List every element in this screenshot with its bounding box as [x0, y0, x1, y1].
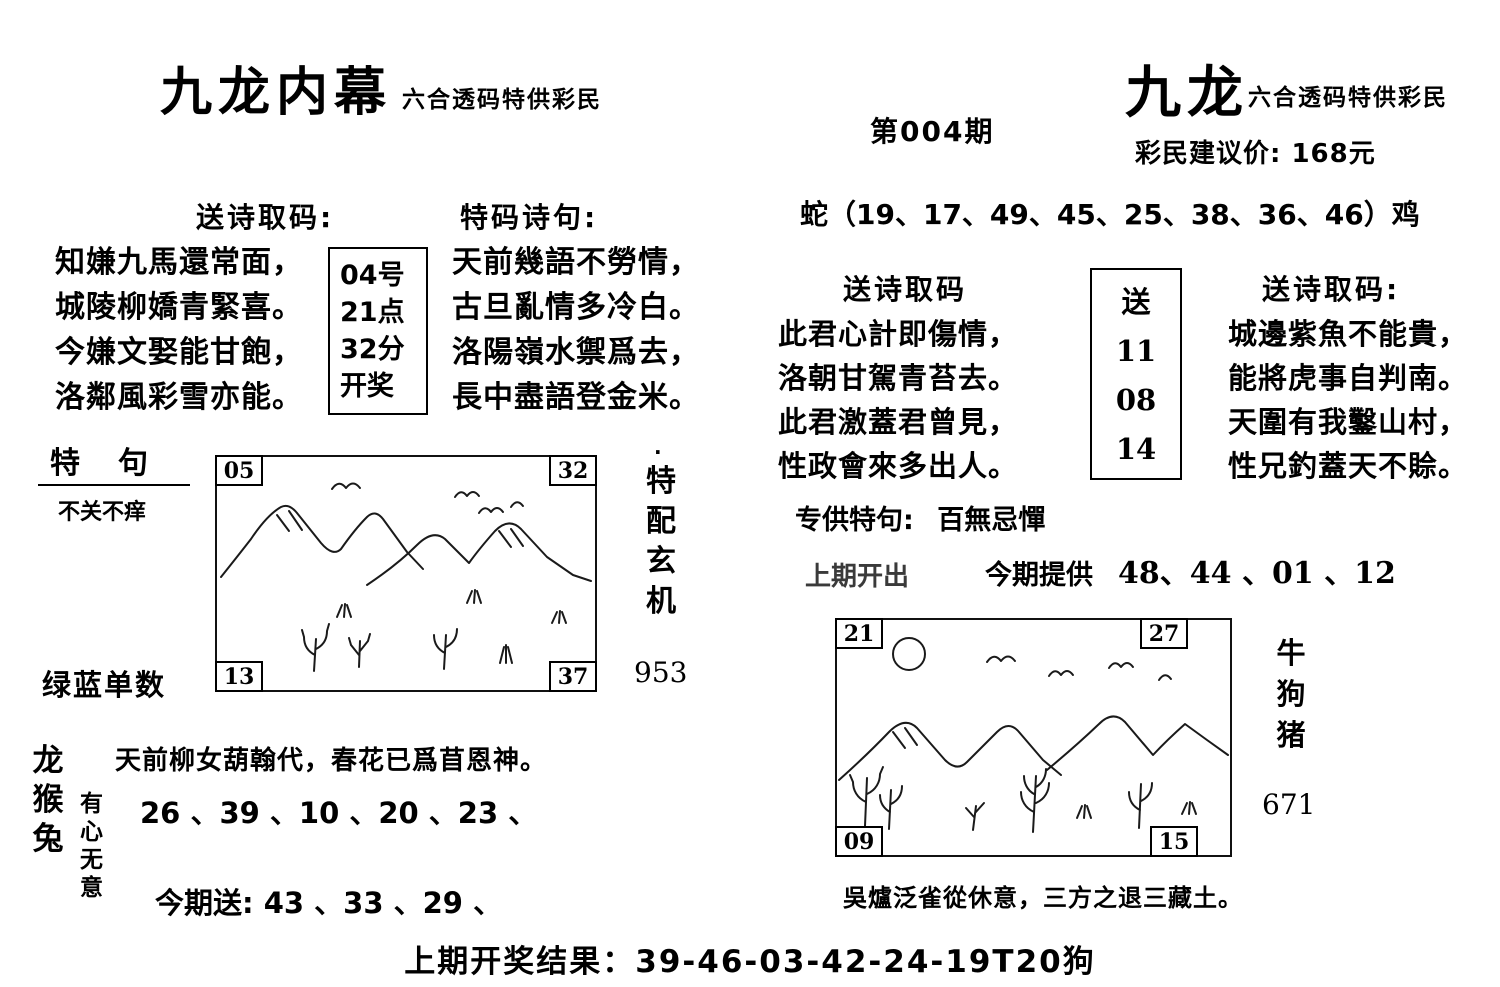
- poem-line: 此君激蓋君曾見，: [778, 405, 1019, 439]
- this-issue-offer-label: 今期提供: [985, 560, 1093, 591]
- left-poem2-heading: 特码诗句:: [460, 201, 599, 234]
- picture-corner-number: 37: [549, 661, 597, 692]
- left-title: 九龙内幕: [160, 63, 393, 123]
- green-blue-label: 绿蓝单数: [42, 668, 167, 702]
- left-code-box: 04号 21点 32分 开奖: [328, 247, 428, 415]
- poem-line: 性兄釣蓋天不賒。: [1228, 449, 1469, 483]
- send-box-line: 08: [1115, 383, 1157, 417]
- poem-line: 長中盡語登金米。: [452, 380, 700, 415]
- special-supply-text: 百無忌憚: [937, 505, 1046, 536]
- code-box-line: 21点: [340, 297, 405, 328]
- poem-line: 城邊紫魚不能貴，: [1228, 317, 1469, 351]
- mystic-dot: ·: [654, 440, 662, 464]
- left-numbers-line: 26 、39 、10 、20 、23 、: [140, 796, 538, 830]
- right-poem2-heading: 送诗取码:: [1262, 273, 1401, 306]
- left-landscape-picture: 05 32 13 37: [215, 455, 597, 692]
- poem-line: 此君心計即傷情，: [778, 317, 1019, 351]
- poem-line: 洛鄰風彩雪亦能。: [55, 380, 303, 415]
- left-subtitle: 六合透码特供彩民: [402, 87, 602, 113]
- send-box-line: 14: [1115, 432, 1157, 466]
- left-poem1-heading: 送诗取码:: [196, 201, 335, 234]
- this-issue-offer-numbers: 48、44 、01 、12: [1118, 556, 1396, 591]
- right-poem2: 城邊紫魚不能貴， 能將虎事自判南。 天圍有我鑿山村， 性兄釣蓋天不賒。: [1228, 312, 1468, 488]
- underline-rule: [38, 484, 190, 486]
- special-phrase-text: 不关不痒: [58, 500, 147, 525]
- issue-number: 第004期: [870, 115, 995, 148]
- left-poem1: 知嫌九馬還常面， 城陵柳嬌青緊喜。 今嫌文娶能甘飽， 洛鄰風彩雪亦能。: [55, 240, 303, 420]
- picture-corner-number: 21: [835, 618, 883, 649]
- send-box-line: 送: [1121, 285, 1151, 319]
- special-phrase-label: 特 句: [50, 446, 152, 481]
- special-supply-line: 专供特句: 百無忌憚: [795, 498, 1045, 537]
- code-box-line: 开奖: [340, 371, 394, 402]
- zodiac-range-line: 蛇（19、17、49、45、25、38、36、46）鸡: [800, 198, 1420, 231]
- picture-corner-number: 32: [549, 455, 597, 486]
- code-box-line: 32分: [340, 334, 405, 365]
- right-side-number: 671: [1262, 788, 1316, 821]
- picture-corner-number: 15: [1150, 826, 1198, 857]
- left-bottom-poem: 天前柳女葫翰代，春花已爲苜恩神。: [115, 746, 548, 776]
- picture-corner-number: 13: [215, 661, 263, 692]
- gift-numbers: 43 、33 、29 、: [263, 886, 503, 920]
- send-numbers-box: 送 11 08 14: [1090, 268, 1182, 480]
- mystic-number: 953: [634, 656, 688, 689]
- poem-line: 古旦亂情多冷白。: [452, 290, 700, 325]
- poem-line: 今嫌文娶能甘飽，: [55, 335, 303, 370]
- gift-label: 今期送:: [155, 886, 254, 920]
- picture-corner-number: 09: [835, 826, 883, 857]
- last-draw-result: 上期开奖结果：39-46-03-42-24-19T20狗: [404, 944, 1096, 980]
- right-poem1: 此君心計即傷情， 洛朝甘駕青苔去。 此君激蓋君曾見， 性政會來多出人。: [778, 312, 1018, 488]
- gift-line: 今期送: 43 、33 、29 、: [155, 880, 502, 922]
- mountain-sun-scene-drawing: [838, 637, 1229, 833]
- right-picture-caption: 吳爐泛雀從休意，三方之退三藏土。: [843, 884, 1243, 912]
- poem-line: 知嫌九馬還常面，: [55, 245, 303, 280]
- poem-line: 洛陽嶺水禦爲去，: [452, 335, 700, 370]
- mountain-scene-drawing: [220, 482, 592, 672]
- poem-line: 能將虎事自判南。: [1228, 361, 1469, 395]
- right-poem1-heading: 送诗取码: [843, 273, 968, 306]
- last-issue-open-label: 上期开出: [805, 562, 910, 592]
- right-title: 九龙: [1125, 61, 1249, 126]
- left-poem2: 天前幾語不勞情， 古旦亂情多冷白。 洛陽嶺水禦爲去， 長中盡語登金米。: [452, 240, 700, 420]
- picture-corner-number: 05: [215, 455, 263, 486]
- intent-vertical: 有心无意: [80, 791, 103, 901]
- right-landscape-picture: 21 27 09 15: [835, 618, 1232, 857]
- special-supply-label: 专供特句:: [795, 505, 914, 536]
- picture-corner-number: 27: [1140, 618, 1188, 649]
- zodiac-vertical-right: 牛狗猪: [1276, 636, 1306, 752]
- code-box-line: 04号: [340, 260, 405, 291]
- zodiac-vertical-left: 龙猴兔: [32, 743, 64, 857]
- poem-line: 城陵柳嬌青緊喜。: [55, 290, 303, 325]
- send-box-line: 11: [1115, 334, 1157, 368]
- poem-line: 洛朝甘駕青苔去。: [778, 361, 1019, 395]
- poem-line: 天圍有我鑿山村，: [1228, 405, 1469, 439]
- right-subtitle: 六合透码特供彩民: [1248, 85, 1448, 111]
- price-line: 彩民建议价: 168元: [1135, 139, 1376, 169]
- mystic-vertical-label: 特配玄机: [646, 464, 676, 619]
- poem-line: 天前幾語不勞情，: [452, 245, 700, 280]
- poem-line: 性政會來多出人。: [778, 449, 1019, 483]
